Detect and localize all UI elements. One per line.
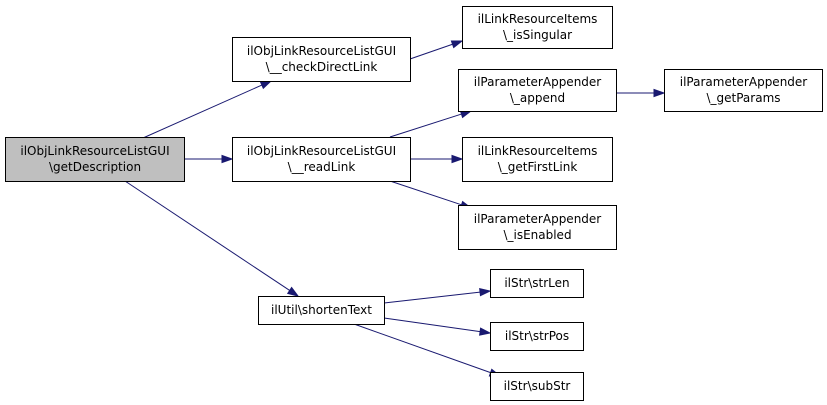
- node-box: [458, 205, 617, 250]
- node-box: [462, 137, 613, 182]
- node-isenabled[interactable]: ilParameterAppender \_isEnabled: [458, 205, 617, 250]
- node-box: [232, 137, 411, 182]
- node-box: [490, 372, 584, 401]
- edge-line: [389, 113, 462, 138]
- node-box: [258, 296, 385, 325]
- node-root[interactable]: ilObjLinkResourceListGUI \getDescription: [5, 137, 185, 182]
- node-label: \_append: [510, 91, 565, 105]
- node-label: ilObjLinkResourceListGUI: [247, 144, 396, 158]
- edge-line: [409, 43, 453, 60]
- node-box: [490, 322, 584, 351]
- node-box: [462, 6, 613, 49]
- edge-root-check: [142, 80, 273, 139]
- edge-line: [142, 84, 263, 139]
- node-label: \_isEnabled: [503, 228, 571, 242]
- node-label: \_getFirstLink: [498, 160, 578, 174]
- node-label: \getDescription: [49, 160, 141, 174]
- edge-root-read: [184, 154, 234, 164]
- edge-shorten-strlen: [383, 288, 492, 304]
- edge-shorten-strpos: [383, 317, 492, 336]
- node-strpos[interactable]: ilStr\strPos: [490, 322, 584, 351]
- arrowhead-icon: [479, 288, 492, 297]
- arrowhead-icon: [653, 88, 666, 98]
- node-label: ilUtil\shortenText: [271, 303, 372, 317]
- edge-read-append: [389, 110, 473, 138]
- edge-read-getfirst: [410, 154, 464, 164]
- node-label: ilStr\strPos: [505, 329, 569, 343]
- arrowhead-icon: [450, 40, 464, 49]
- edge-append-getparams: [616, 88, 666, 98]
- node-label: ilLinkResourceItems: [478, 12, 598, 26]
- edge-root-shorten: [124, 180, 300, 297]
- node-label: \__checkDirectLink: [266, 60, 378, 74]
- node-label: \_isSingular: [503, 28, 572, 42]
- node-strlen[interactable]: ilStr\strLen: [490, 269, 584, 298]
- node-check[interactable]: ilObjLinkResourceListGUI \__checkDirectLi…: [232, 37, 411, 82]
- edge-line: [124, 180, 290, 291]
- edges-layer: [124, 40, 666, 377]
- nodes-layer: ilObjLinkResourceListGUI\getDescriptioni…: [5, 6, 823, 401]
- edge-line: [383, 291, 481, 304]
- node-box: [664, 69, 823, 112]
- node-label: ilParameterAppender: [680, 75, 808, 89]
- arrowhead-icon: [221, 154, 234, 164]
- node-read[interactable]: ilObjLinkResourceListGUI \__readLink: [232, 137, 411, 182]
- node-label: ilObjLinkResourceListGUI: [20, 144, 169, 158]
- node-box: [458, 69, 617, 112]
- edge-line: [389, 180, 462, 206]
- node-label: \_getParams: [706, 91, 780, 105]
- arrowhead-icon: [451, 154, 464, 164]
- node-label: ilStr\subStr: [504, 379, 571, 393]
- node-label: \__readLink: [288, 160, 356, 174]
- node-getfirst[interactable]: ilLinkResourceItems \_getFirstLink: [462, 137, 613, 182]
- node-append[interactable]: ilParameterAppender \_append: [458, 69, 617, 112]
- edge-line: [383, 317, 481, 333]
- node-label: ilParameterAppender: [474, 212, 602, 226]
- node-substr[interactable]: ilStr\subStr: [490, 372, 584, 401]
- arrowhead-icon: [286, 286, 300, 297]
- edge-read-isenabled: [389, 180, 473, 209]
- node-label: ilStr\strLen: [504, 276, 569, 290]
- node-label: ilLinkResourceItems: [478, 144, 598, 158]
- node-box: [232, 37, 411, 82]
- node-box: [5, 137, 185, 182]
- arrowhead-icon: [479, 327, 492, 336]
- node-issingular[interactable]: ilLinkResourceItems \_isSingular: [462, 6, 613, 49]
- node-label: ilParameterAppender: [474, 75, 602, 89]
- edge-line: [353, 323, 491, 374]
- node-label: ilObjLinkResourceListGUI: [247, 44, 396, 58]
- node-shorten[interactable]: ilUtil\shortenText: [258, 296, 385, 325]
- arrowhead-icon: [259, 80, 273, 90]
- node-box: [490, 269, 584, 298]
- edge-check-issingular: [409, 40, 464, 60]
- node-getparams[interactable]: ilParameterAppender \_getParams: [664, 69, 823, 112]
